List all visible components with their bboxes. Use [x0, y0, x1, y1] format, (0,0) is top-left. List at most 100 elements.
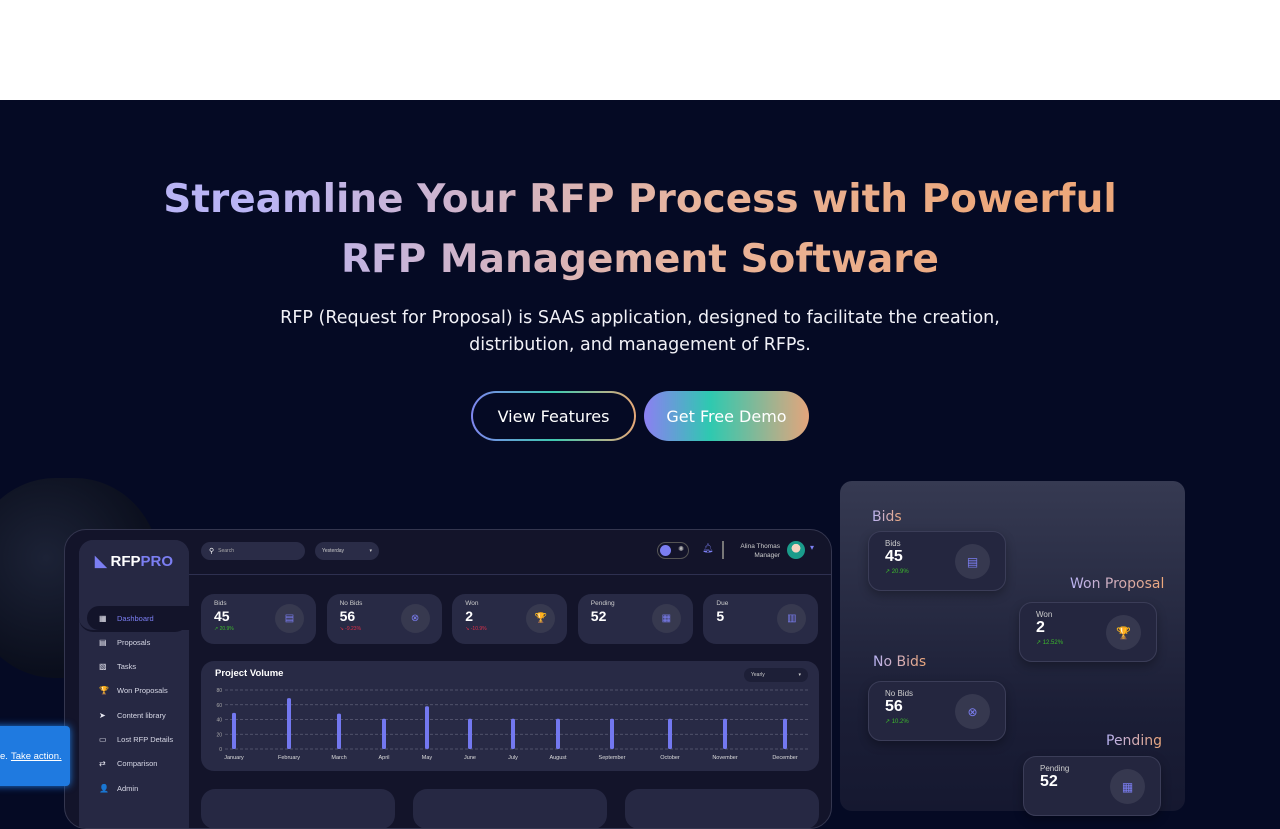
- sidebar-item-comparison[interactable]: ⇄Comparison: [87, 752, 189, 776]
- stat-label: Due: [716, 600, 729, 607]
- moon-icon: [660, 545, 671, 556]
- x-tick-label: January: [224, 755, 244, 761]
- stat-icon: 🏆: [1106, 615, 1141, 650]
- chevron-down-icon: ▾: [369, 548, 372, 554]
- stat-icon: ▦: [651, 604, 681, 633]
- bar-october: [668, 718, 672, 749]
- bar-june: [468, 718, 472, 749]
- stat-value: 56: [339, 608, 356, 624]
- stat-change: ↗ 12.52%: [1036, 640, 1064, 646]
- search-icon: ⚲: [209, 548, 215, 555]
- view-features-button[interactable]: View Features: [471, 391, 636, 441]
- panel-heading: Bids: [872, 509, 902, 525]
- stat-change: ↘ -9.23%: [339, 626, 362, 632]
- notification-toast: e.Take action.: [0, 726, 70, 786]
- stat-label: Bids: [214, 600, 227, 607]
- bar-april: [382, 718, 386, 749]
- sidebar-item-tasks[interactable]: ▧ Tasks: [87, 655, 189, 679]
- nav-icon: ▭: [99, 735, 107, 744]
- sidebar-item-label: Tasks: [117, 662, 137, 672]
- search-input[interactable]: ⚲Search: [201, 542, 305, 560]
- nav-icon: ▤: [99, 637, 107, 647]
- chevron-down-icon[interactable]: ▾: [810, 543, 815, 552]
- bar-september: [610, 718, 614, 749]
- period-value: Yesterday: [322, 548, 345, 554]
- stat-value: 45: [214, 608, 230, 624]
- stat-change: ↘ -10.9%: [465, 626, 487, 632]
- stat-value: 2: [465, 608, 473, 624]
- stat-icon: ▥: [777, 604, 807, 633]
- logo-text-accent: PRO: [140, 552, 174, 570]
- bar-december: [783, 718, 787, 749]
- nav-icon: 👤: [99, 783, 109, 793]
- nav-icon: 🏆: [99, 686, 109, 696]
- x-tick-label: May: [422, 755, 433, 761]
- x-tick-label: November: [712, 755, 738, 761]
- sidebar-item-label: Admin: [117, 783, 139, 793]
- y-tick-label: 60: [216, 703, 222, 709]
- chart-range-select[interactable]: Yearly ▾: [744, 668, 808, 682]
- bar-january: [232, 712, 236, 749]
- stat-value: 52: [1040, 773, 1058, 790]
- y-tick-label: 20: [216, 732, 222, 738]
- y-tick-label: 0: [219, 747, 222, 753]
- stat-value: 5: [716, 608, 725, 624]
- stat-label: Won: [1036, 610, 1053, 619]
- sidebar-item-lost-rfp-details[interactable]: ▭ Lost RFP Details: [87, 728, 189, 752]
- sidebar-item-proposals[interactable]: ▤Proposals: [87, 630, 189, 654]
- period-select[interactable]: Yesterday ▾: [315, 542, 379, 560]
- avatar[interactable]: [787, 541, 805, 559]
- stat-icon: ▤: [955, 544, 990, 579]
- sidebar-item-admin[interactable]: 👤 Admin: [87, 776, 189, 800]
- stat-change: ↗ 10.2%: [885, 719, 909, 725]
- user-name: Alina Thomas: [740, 543, 780, 550]
- stat-label: Won: [465, 600, 479, 607]
- logo-text: RFP: [110, 552, 141, 570]
- chevron-down-icon: ▾: [798, 672, 801, 678]
- sidebar-item-label: Lost RFP Details: [117, 735, 174, 744]
- take-action-link[interactable]: Take action.: [10, 750, 62, 762]
- bottom-card: [413, 789, 607, 828]
- sun-icon: ✺: [678, 546, 684, 553]
- stat-value: 2: [1036, 619, 1045, 636]
- chart-range-value: Yearly: [751, 672, 765, 678]
- chart-title: Project Volume: [215, 668, 284, 679]
- x-tick-label: July: [508, 755, 518, 761]
- get-free-demo-button[interactable]: Get Free Demo: [644, 391, 809, 441]
- hero-title-line-2: RFP Management Software: [340, 237, 939, 282]
- stat-icon: ⊗: [400, 604, 430, 633]
- stat-value: 56: [885, 698, 903, 715]
- divider: [722, 541, 724, 559]
- sidebar-item-won-proposals[interactable]: 🏆Won Proposals: [87, 679, 189, 703]
- bar-august: [556, 718, 560, 749]
- sidebar-item-dashboard[interactable]: ▦Dashboard: [87, 606, 189, 630]
- bar-july: [511, 718, 515, 749]
- nav-icon: ➤: [99, 710, 106, 720]
- bar-may: [425, 706, 429, 749]
- sidebar-item-content-library[interactable]: ➤Content library: [87, 703, 189, 727]
- stat-icon: ▦: [1110, 769, 1145, 804]
- bell-icon[interactable]: 🔔︎: [702, 543, 714, 553]
- header-divider: [189, 574, 831, 575]
- sidebar-item-label: Dashboard: [117, 613, 154, 623]
- bar-march: [337, 713, 341, 749]
- logo-icon: ◣: [95, 553, 107, 570]
- x-tick-label: October: [660, 755, 680, 761]
- panel-heading: Won Proposal: [1070, 576, 1165, 592]
- nav-icon: ▧: [99, 662, 107, 672]
- bar-november: [723, 718, 727, 749]
- top-navbar: [0, 0, 1280, 100]
- panel-heading: No Bids: [873, 654, 927, 670]
- theme-toggle[interactable]: ✺: [657, 542, 689, 559]
- y-tick-label: 80: [216, 688, 222, 694]
